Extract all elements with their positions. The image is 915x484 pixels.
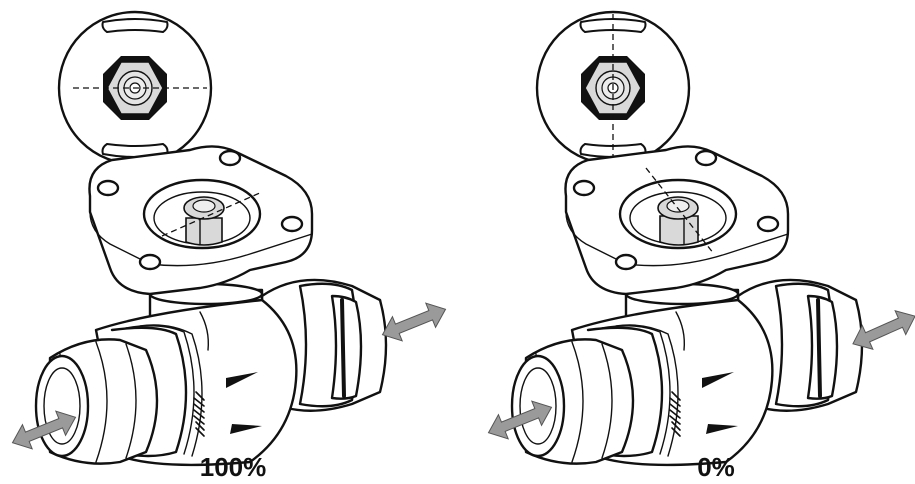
valve-closed-figure: 0% <box>483 10 915 482</box>
stem-indicator-line <box>161 191 263 237</box>
position-label-open: 100% <box>200 452 267 482</box>
flow-arrow-outlet <box>377 296 451 348</box>
stem-indicator-line <box>645 167 715 255</box>
valve-open-figure: 100% <box>7 10 451 482</box>
stem-detail-open <box>57 10 213 166</box>
position-label-closed: 0% <box>697 452 735 482</box>
stem-detail-closed <box>535 10 691 166</box>
valve-body-open <box>34 144 388 467</box>
valve-body-closed <box>510 144 864 467</box>
